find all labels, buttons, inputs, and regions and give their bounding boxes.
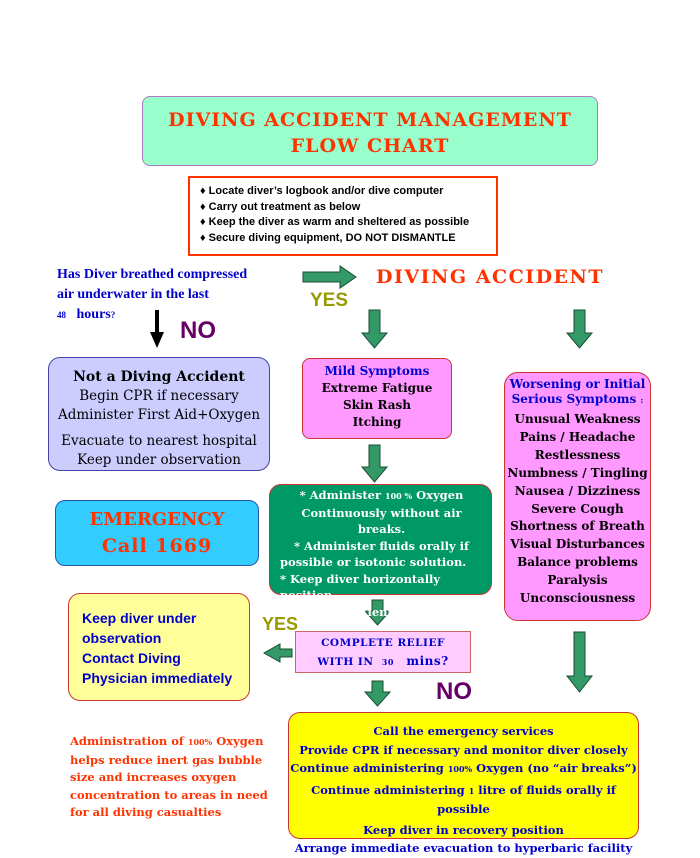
severe-item: Unconsciousness [519, 591, 636, 606]
severe-item: Balance problems [517, 555, 638, 570]
no-label-top: NO [180, 317, 216, 344]
serious-symptoms-box: Worsening or Initial Serious Symptoms : … [504, 372, 651, 621]
keep-under-observation-box: Keep diver under observation Contact Div… [68, 593, 250, 701]
admin-line: * Administer fluids orally if [294, 538, 469, 553]
severe-heading: Worsening or Initial Serious Symptoms : [509, 377, 646, 406]
mild-item: Extreme Fatigue [321, 381, 433, 395]
keep-line: observation [82, 630, 162, 646]
list-item: ♦ Secure diving equipment, DO NOT DISMAN… [200, 231, 456, 244]
arrow-down-final [363, 680, 392, 707]
severe-item: Shortness of Breath [510, 519, 645, 534]
emergency-actions-box: Call the emergency services Provide CPR … [288, 712, 639, 855]
final-line: Provide CPR if necessary and monitor div… [299, 742, 628, 757]
final-line: Arrange immediate evacuation to hyperbar… [294, 841, 633, 855]
not-diving-accident-box: Not a Diving Accident Begin CPR if neces… [48, 357, 270, 471]
question-line2: air underwater in the last [57, 287, 209, 302]
list-item: ♦ Locate diver’s logbook and/or dive com… [200, 185, 444, 197]
severe-item: Paralysis [547, 573, 608, 588]
not-accident-item: Evacuate to nearest hospital [61, 433, 257, 449]
yes-label-top: YES [310, 290, 349, 311]
arrow-down-relief [363, 599, 392, 626]
severe-item: Severe Cough [531, 501, 624, 516]
yes-label-relief: YES [262, 614, 299, 634]
arrow-left-keep [262, 643, 293, 663]
oxygen-note: Administration of 100% Oxygen helps redu… [70, 733, 270, 822]
note-line: size and increases oxygen [70, 770, 237, 784]
arrow-right-yes [302, 265, 357, 289]
not-accident-item: Administer First Aid+Oxygen [57, 407, 261, 423]
final-line: Keep diver in recovery position [363, 822, 564, 837]
relief-line1: COMPLETE RELIEF [321, 637, 445, 649]
no-label-relief: NO [436, 678, 472, 705]
note-line: Administration of 100% Oxygen [70, 734, 264, 748]
initial-actions-list: ♦ Locate diver’s logbook and/or dive com… [188, 176, 498, 256]
arrow-down-mild [360, 309, 389, 349]
arrow-down-severe [565, 309, 594, 349]
not-accident-item: Keep under observation [77, 452, 241, 468]
title-line2: FLOW CHART [290, 135, 450, 157]
mild-item: Skin Rash [343, 398, 411, 412]
admin-line: Continuously without air breaks. [301, 505, 462, 537]
question-hours-word: hours [76, 307, 111, 322]
note-line: helps reduce inert gas bubble [70, 752, 263, 767]
question-line1: Has Diver breathed compressed [57, 267, 248, 282]
final-line: Continue administering 1 litre of fluids… [311, 782, 616, 817]
title-line1: DIVING ACCIDENT MANAGEMENT [168, 109, 572, 131]
note-line: concentration to areas in need [70, 787, 268, 802]
list-item: ♦ Keep the diver as warm and sheltered a… [200, 216, 470, 228]
not-accident-item: Begin CPR if necessary [79, 388, 239, 404]
admin-line: * Administer 100 % Oxygen [299, 488, 464, 502]
mild-symptoms-box: Mild Symptoms Extreme Fatigue Skin Rash … [302, 358, 452, 439]
question-text: Has Diver breathed compressed air underw… [57, 265, 302, 325]
severe-item: Visual Disturbances [510, 537, 645, 552]
severe-item: Pains / Headache [519, 429, 636, 444]
admin-line: * Monitor patient continuously. [280, 604, 483, 619]
emergency-label: EMERGENCY [89, 509, 225, 530]
not-accident-heading: Not a Diving Accident [73, 369, 245, 385]
question-hours-number: 48 [57, 310, 66, 320]
admin-line: possible or isotonic solution. [280, 555, 467, 569]
mild-heading: Mild Symptoms [324, 364, 430, 378]
complete-relief-decision: COMPLETE RELIEF WITH IN 30 mins? [295, 631, 471, 673]
keep-line: Keep diver under [82, 610, 197, 626]
severe-item: Unusual Weakness [514, 412, 641, 426]
arrow-down-severe-final [565, 631, 594, 693]
admin-line: * Keep diver horizontally position. [280, 571, 441, 603]
final-line: Call the emergency services [373, 724, 554, 738]
arrow-down-no [150, 310, 164, 348]
final-line: Continue administering 100% Oxygen (no “… [290, 761, 637, 775]
mild-item: Itching [352, 415, 402, 429]
keep-line: Physician immediately [82, 670, 233, 686]
title-box: DIVING ACCIDENT MANAGEMENT FLOW CHART [142, 96, 598, 166]
keep-line: Contact Diving [82, 650, 181, 666]
severe-item: Restlessness [534, 447, 621, 462]
relief-line2: WITH IN 30 mins? [317, 654, 449, 668]
arrow-down-admin [360, 444, 389, 483]
severe-item: Numbness / Tingling [507, 465, 648, 480]
note-line: for all diving casualties [70, 805, 222, 819]
oxygen-treatment-box: * Administer 100 % Oxygen Continuously w… [269, 484, 492, 619]
emergency-call-box: EMERGENCY Call 1669 [55, 500, 259, 566]
diving-accident-heading: DIVING ACCIDENT [376, 266, 605, 288]
question-line3: 48 hours? [57, 307, 116, 322]
emergency-number: Call 1669 [101, 535, 213, 557]
list-item: ♦ Carry out treatment as below [200, 200, 361, 213]
severe-item: Nausea / Dizziness [514, 483, 641, 498]
